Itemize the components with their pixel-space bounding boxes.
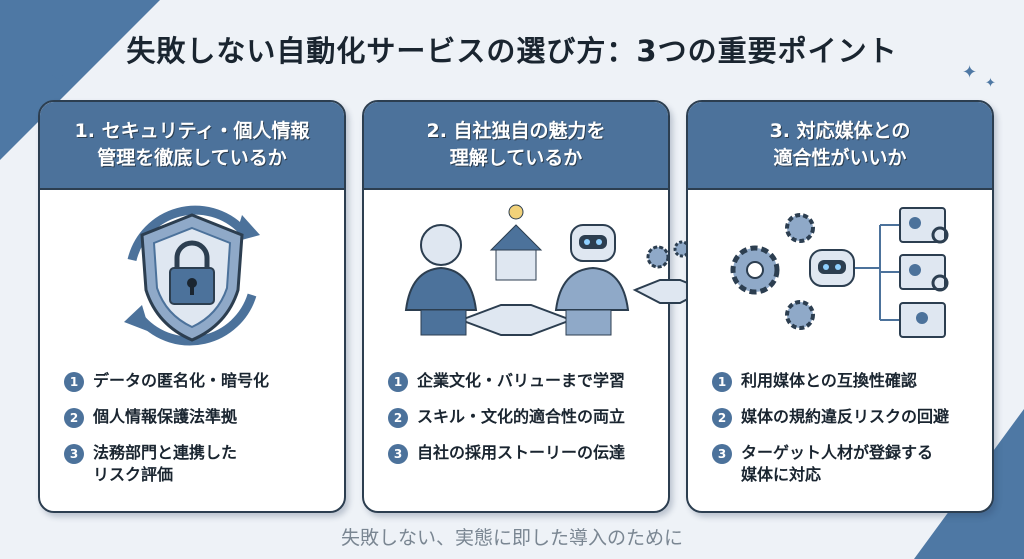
item-text: 自社の採用ストーリーの伝達 <box>417 443 626 462</box>
item-text: データの匿名化・暗号化 <box>93 371 270 390</box>
sparkle-icon: ✦ <box>962 62 978 83</box>
item-text-line: 法務部門と連携した <box>93 443 238 462</box>
list-item: 1 利用媒体との互換性確認 <box>712 370 992 392</box>
handshake-robot-icon <box>364 190 668 360</box>
number-badge: 2 <box>64 408 84 428</box>
point-card-security: 1. セキュリティ・個人情報 管理を徹底しているか 1 データの匿名化・暗号化 2… <box>38 100 346 513</box>
number-badge: 3 <box>388 444 408 464</box>
number-badge: 1 <box>388 372 408 392</box>
checklist: 1 利用媒体との互換性確認 2 媒体の規約違反リスクの回避 3 ターゲット人材が登録す… <box>688 360 992 485</box>
item-text-line: 媒体に対応 <box>741 464 822 484</box>
robot-gears-profiles-icon <box>688 190 992 360</box>
card-title-line: 1. セキュリティ・個人情報 <box>74 120 310 143</box>
list-item: 2 媒体の規約違反リスクの回避 <box>712 406 992 428</box>
checklist: 1 企業文化・バリューまで学習 2 スキル・文化的適合性の両立 3 自社の採用ストーリ… <box>364 360 668 464</box>
item-text: スキル・文化的適合性の両立 <box>417 407 626 426</box>
card-header: 2. 自社独自の魅力を 理解しているか <box>364 102 668 190</box>
list-item: 1 データの匿名化・暗号化 <box>64 370 344 392</box>
card-title-line: 適合性がいいか <box>773 147 907 169</box>
number-badge: 3 <box>64 444 84 464</box>
list-item: 3 自社の採用ストーリーの伝達 <box>388 442 668 464</box>
item-text: 個人情報保護法準拠 <box>93 407 238 426</box>
list-item: 3 ターゲット人材が登録する媒体に対応 <box>712 442 992 485</box>
card-title-line: 管理を徹底しているか <box>97 147 287 169</box>
number-badge: 2 <box>388 408 408 428</box>
checklist: 1 データの匿名化・暗号化 2 個人情報保護法準拠 3 法務部門と連携したリスク評価 <box>40 360 344 485</box>
list-item: 3 法務部門と連携したリスク評価 <box>64 442 344 485</box>
point-card-media: 3. 対応媒体との 適合性がいいか 1 利用媒体との互換性確認 2 媒体の規約違反リ… <box>686 100 994 513</box>
footer-tagline: 失敗しない、実態に即した導入のために <box>340 527 683 549</box>
item-text: 企業文化・バリューまで学習 <box>417 371 626 390</box>
number-badge: 1 <box>64 372 84 392</box>
list-item: 2 スキル・文化的適合性の両立 <box>388 406 668 428</box>
item-text: 媒体の規約違反リスクの回避 <box>741 407 950 426</box>
number-badge: 3 <box>712 444 732 464</box>
number-badge: 1 <box>712 372 732 392</box>
point-card-culture: 2. 自社独自の魅力を 理解しているか 1 企業文化・バリューまで学習 2 スキル・… <box>362 100 670 513</box>
card-title-line: 2. 自社独自の魅力を <box>426 120 606 143</box>
card-title-line: 3. 対応媒体との <box>769 120 911 143</box>
page-title: 失敗しない自動化サービスの選び方：3つの重要ポイント <box>126 34 898 68</box>
sparkle-icon: ✦ <box>985 76 996 91</box>
card-header: 1. セキュリティ・個人情報 管理を徹底しているか <box>40 102 344 190</box>
shield-lock-icon <box>40 190 344 360</box>
item-text: 利用媒体との互換性確認 <box>741 371 917 390</box>
number-badge: 2 <box>712 408 732 428</box>
card-header: 3. 対応媒体との 適合性がいいか <box>688 102 992 190</box>
sparkle-icon: ✦ <box>50 66 66 87</box>
item-text-line: ターゲット人材が登録する <box>741 443 934 462</box>
item-text-line: リスク評価 <box>93 464 174 484</box>
card-title-line: 理解しているか <box>449 147 583 169</box>
list-item: 2 個人情報保護法準拠 <box>64 406 344 428</box>
item-text: 法務部門と連携したリスク評価 <box>93 442 237 485</box>
list-item: 1 企業文化・バリューまで学習 <box>388 370 668 392</box>
item-text: ターゲット人材が登録する媒体に対応 <box>741 442 933 485</box>
